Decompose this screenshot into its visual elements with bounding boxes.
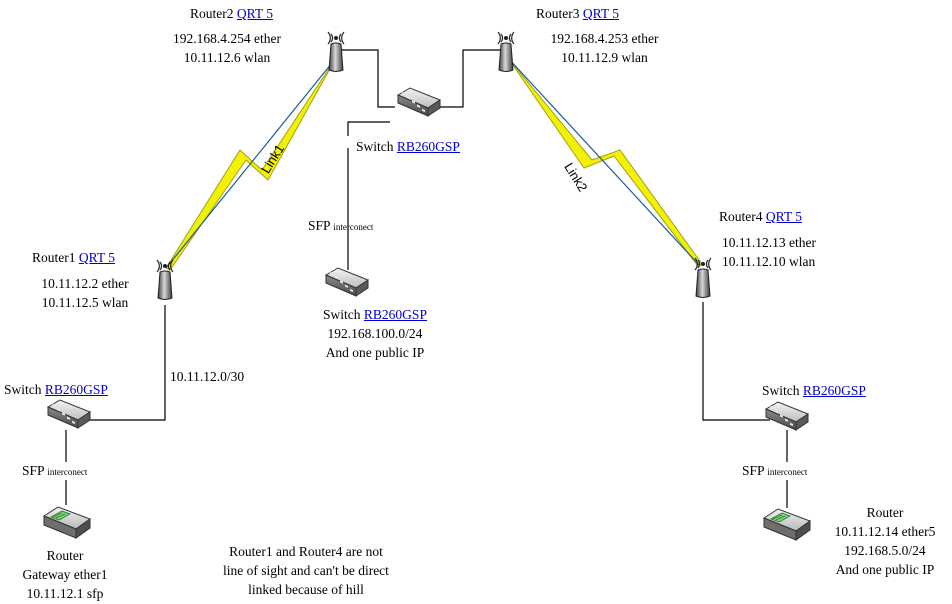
note-line-2: line of sight and can't be direct [223, 563, 389, 578]
sfp-right-sub: interconect [767, 467, 808, 477]
sfp-right-main: SFP [742, 463, 765, 478]
router2-addr-ether: 192.168.4.254 ether [173, 31, 281, 46]
switch-center-bottom-prefix: Switch [323, 307, 361, 322]
router4-antenna-icon [694, 257, 712, 299]
switch-right-label: Switch RB260GSP [762, 381, 866, 400]
note-line-1: Router1 and Router4 are not [229, 544, 383, 559]
router1-addr-wlan: 10.11.12.5 wlan [41, 295, 129, 310]
note-line-3: linked because of hill [248, 582, 364, 597]
sfp-center-label: SFP interconect [308, 216, 373, 237]
router3-addr-wlan: 10.11.12.9 wlan [561, 50, 648, 65]
subnet-left-label: 10.11.12.0/30 [170, 369, 245, 384]
gateway-right-title: Router [866, 505, 904, 520]
gateway-right-ether: 10.11.12.14 ether5 [834, 524, 936, 539]
switch-icon-center-top [397, 87, 441, 117]
gateway-left-label: Router Gateway ether1 10.11.12.1 sfp [0, 546, 130, 603]
router4-model-link[interactable]: QRT 5 [765, 209, 802, 224]
router3-name: Router3 [536, 6, 580, 21]
note-text: Router1 and Router4 are not line of sigh… [196, 542, 416, 599]
router2-title: Router2 QRT 5 [190, 4, 273, 23]
router1-antenna-icon [156, 259, 174, 301]
router4-addr-ether: 10.11.12.13 ether [722, 235, 816, 250]
router1-title: Router1 QRT 5 [32, 248, 115, 267]
router3-title: Router3 QRT 5 [536, 4, 619, 23]
router2-addresses: 192.168.4.254 ether 10.11.12.6 wlan [162, 29, 292, 67]
router4-title: Router4 QRT 5 [719, 207, 802, 226]
cable-router3-switch [440, 49, 506, 108]
router4-name: Router4 [719, 209, 763, 224]
router4-addr-wlan: 10.11.12.10 wlan [722, 254, 816, 269]
router3-addr-ether: 192.168.4.253 ether [550, 31, 659, 46]
router1-addresses: 10.11.12.2 ether 10.11.12.5 wlan [20, 274, 150, 312]
switch-center-bottom-model-link[interactable]: RB260GSP [363, 307, 427, 322]
switch-right-prefix: Switch [762, 383, 800, 398]
router4-addresses: 10.11.12.13 ether 10.11.12.10 wlan [722, 233, 816, 271]
router2-addr-wlan: 10.11.12.6 wlan [183, 50, 271, 65]
switch-right-model-link[interactable]: RB260GSP [802, 383, 866, 398]
switch-icon-right [765, 401, 809, 431]
gateway-left-sfp: 10.11.12.1 sfp [26, 586, 104, 601]
sfp-left-sub: interconect [47, 467, 88, 477]
link1-bolt [165, 57, 337, 271]
router3-antenna-icon [497, 31, 515, 73]
switch-icon-left [47, 399, 91, 429]
sfp-right-label: SFP interconect [742, 461, 807, 482]
switch-center-top-prefix: Switch [356, 139, 394, 154]
sfp-center-sub: interconect [333, 222, 374, 232]
sfp-center-main: SFP [308, 218, 331, 233]
switch-center-top-label: Switch RB260GSP [356, 137, 460, 156]
gateway-left-ether: Gateway ether1 [22, 567, 108, 582]
router2-name: Router2 [190, 6, 234, 21]
switch-center-top-model-link[interactable]: RB260GSP [396, 139, 460, 154]
sfp-left-main: SFP [22, 463, 45, 478]
router2-antenna-icon [327, 31, 345, 73]
gateway-right-label: Router 10.11.12.14 ether5 192.168.5.0/24… [818, 503, 952, 579]
cable-switch-down [347, 121, 390, 136]
router1-addr-ether: 10.11.12.2 ether [41, 276, 129, 291]
switch-center-bottom-public: And one public IP [325, 345, 425, 360]
router3-model-link[interactable]: QRT 5 [582, 6, 619, 21]
switch-left-label: Switch RB260GSP [4, 380, 108, 399]
cable-router4-switch [702, 302, 770, 421]
switch-left-prefix: Switch [4, 382, 42, 397]
link2-bolt [507, 57, 703, 267]
sfp-left-label: SFP interconect [22, 461, 87, 482]
router-icon-right [763, 508, 811, 541]
router1-model-link[interactable]: QRT 5 [78, 250, 115, 265]
cable-router1-switch [90, 305, 166, 421]
switch-icon-center-bottom [325, 267, 369, 297]
gateway-left-title: Router [46, 548, 84, 563]
gateway-right-subnet: 192.168.5.0/24 [844, 543, 926, 558]
router-icon-left [43, 506, 91, 539]
router1-name: Router1 [32, 250, 76, 265]
gateway-right-public: And one public IP [835, 562, 935, 577]
switch-center-bottom-label: Switch RB260GSP 192.168.100.0/24 And one… [290, 305, 460, 362]
switch-center-bottom-subnet: 192.168.100.0/24 [327, 326, 423, 341]
router3-addresses: 192.168.4.253 ether 10.11.12.9 wlan [532, 29, 677, 67]
cable-router2-switch [336, 49, 395, 108]
cables [65, 49, 788, 508]
switch-left-model-link[interactable]: RB260GSP [44, 382, 108, 397]
router2-model-link[interactable]: QRT 5 [236, 6, 273, 21]
